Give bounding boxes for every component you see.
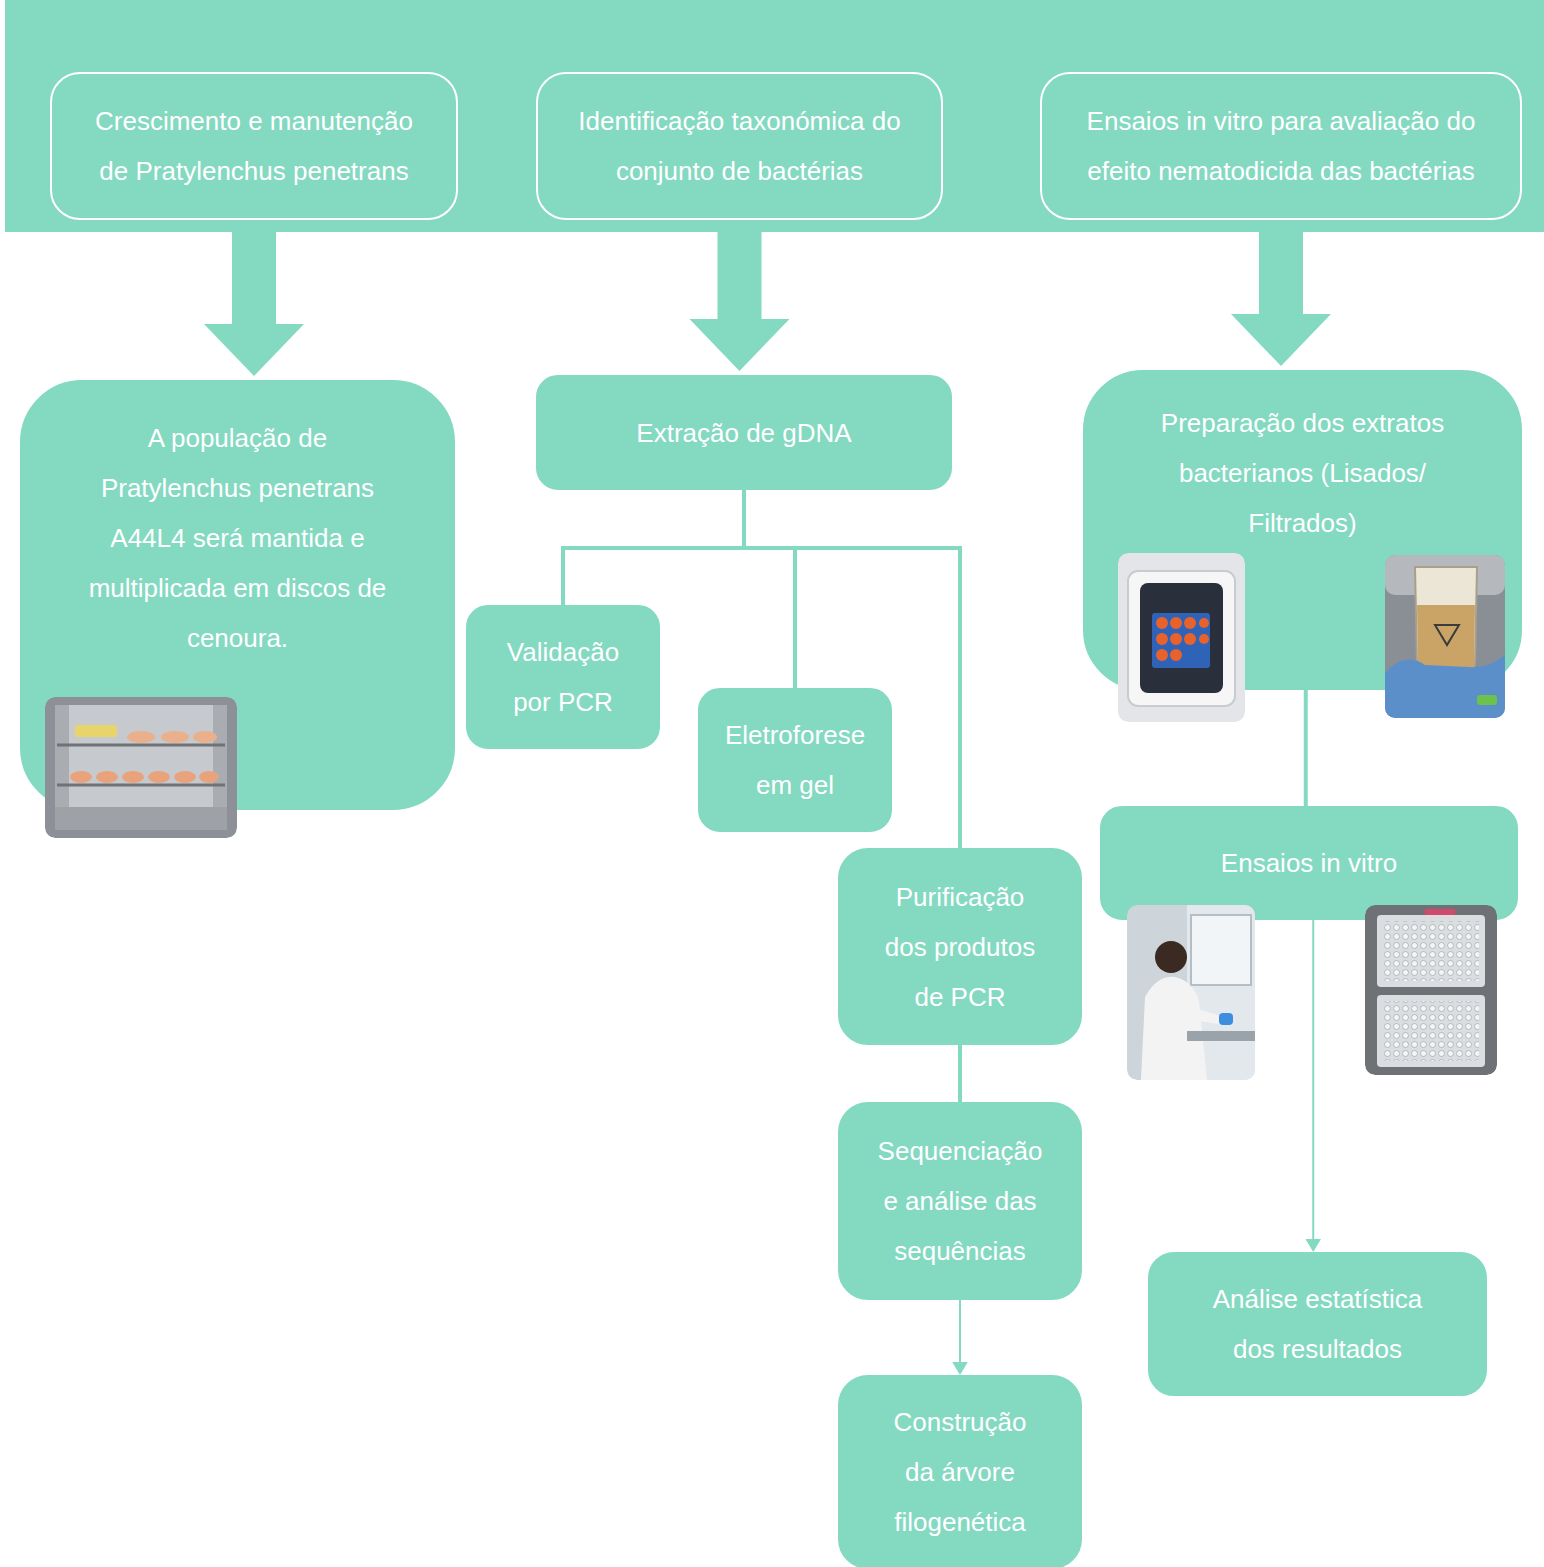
tube-cap: [1199, 618, 1209, 628]
link-line: [1304, 690, 1308, 806]
box-text: Ensaios in vitro para avaliação do efeit…: [1061, 96, 1501, 196]
link-line: [958, 1045, 962, 1102]
connector: [952, 1300, 968, 1375]
green-label: [1477, 695, 1497, 705]
connector: [1305, 690, 1306, 806]
bench: [1187, 1031, 1255, 1041]
petri-dish: [122, 771, 144, 783]
box-text: A população de Pratylenchus penetrans A4…: [78, 413, 398, 663]
box-text: Identificação taxonómica do conjunto de …: [567, 96, 912, 196]
box-text: Validação por PCR: [488, 627, 638, 727]
shelf: [57, 784, 225, 787]
link-line: [1312, 920, 1314, 1240]
petri-dish: [70, 771, 92, 783]
photo-frame: [1127, 905, 1255, 1080]
photo-frame: [1385, 555, 1505, 718]
blue-glove: [1219, 1013, 1233, 1025]
box-text: Crescimento e manutenção de Pratylenchus…: [82, 96, 427, 196]
box-text: Extração de gDNA: [564, 408, 924, 458]
falcon-tube-photo: [1385, 555, 1505, 718]
tube-cap: [1156, 617, 1168, 629]
connector: [960, 1045, 961, 1102]
connector: [690, 220, 790, 371]
process-box: Construção da árvore filogenética: [838, 1375, 1082, 1567]
worker-head: [1155, 941, 1187, 973]
process-box: Extração de gDNA: [536, 375, 952, 490]
process-box: Ensaios in vitro: [1100, 806, 1518, 920]
well-plate: [1377, 915, 1485, 987]
process-box: Validação por PCR: [466, 605, 660, 749]
box-text: Construção da árvore filogenética: [880, 1397, 1040, 1547]
link-line: [959, 1300, 961, 1363]
connector: [1305, 920, 1321, 1252]
connector: [204, 220, 304, 376]
plate-wells: [1383, 1001, 1479, 1061]
sonicator-bath: [1140, 583, 1223, 693]
tube-cap: [1170, 649, 1182, 661]
well-plate: [1377, 995, 1485, 1067]
petri-dish: [96, 771, 118, 783]
petri-dish: [161, 731, 189, 743]
connector: [744, 490, 795, 688]
worker-coat: [1141, 977, 1207, 1080]
petri-dish: [148, 771, 170, 783]
block-arrow: [204, 220, 304, 376]
box-text: Preparação dos extratos bacterianos (Lis…: [1148, 398, 1458, 548]
sonicator-body: [1128, 571, 1235, 706]
box-text: Purificação dos produtos de PCR: [875, 872, 1045, 1022]
process-box: Análise estatística dos resultados: [1148, 1252, 1487, 1396]
connector: [1231, 220, 1331, 366]
photo-frame: [1365, 905, 1497, 1075]
incubator-chamber: [55, 705, 227, 830]
arrow-head: [1305, 1239, 1321, 1252]
plate-wells: [1383, 921, 1479, 981]
photo-frame: [45, 697, 237, 838]
phase-box: Identificação taxonómica do conjunto de …: [536, 72, 943, 220]
tube-cap: [1184, 633, 1196, 645]
tube-rack: [1152, 613, 1210, 668]
photo-frame: [1118, 553, 1245, 722]
box-text: Eletroforese em gel: [718, 710, 873, 810]
tube-marking: [1435, 625, 1459, 645]
tree-line: [744, 490, 795, 688]
arrow-head: [952, 1362, 968, 1375]
plate-label: [1425, 909, 1455, 915]
sonicator-photo: [1118, 553, 1245, 722]
box-text: Ensaios in vitro: [1129, 838, 1489, 888]
phase-box: Ensaios in vitro para avaliação do efeit…: [1040, 72, 1522, 220]
gloved-hand: [1385, 655, 1505, 718]
block-arrow: [690, 220, 790, 371]
petri-dish: [199, 771, 219, 783]
chamber-floor: [55, 807, 227, 830]
incubator-photo: [45, 697, 237, 838]
hood-sash: [1191, 915, 1251, 985]
connector: [563, 490, 744, 605]
process-box: Purificação dos produtos de PCR: [838, 848, 1082, 1045]
tree-line: [563, 490, 744, 605]
process-box: Eletroforese em gel: [698, 688, 892, 832]
box-text: Sequenciação e análise das sequências: [870, 1126, 1050, 1276]
yellow-box: [75, 725, 117, 737]
lab-worker-photo: [1127, 905, 1255, 1080]
tube-cap: [1170, 633, 1182, 645]
petri-dish: [174, 771, 196, 783]
petri-dish: [127, 731, 155, 743]
block-arrow: [1231, 220, 1331, 366]
petri-dish: [193, 731, 217, 743]
shelf: [57, 744, 225, 747]
tube-cap: [1156, 649, 1168, 661]
tube-cap: [1156, 633, 1168, 645]
tube-cap: [1184, 617, 1196, 629]
phase-box: Crescimento e manutenção de Pratylenchus…: [50, 72, 458, 220]
process-box: Sequenciação e análise das sequências: [838, 1102, 1082, 1300]
tube-cap: [1170, 617, 1182, 629]
box-text: Análise estatística dos resultados: [1198, 1274, 1438, 1374]
well-plates-photo: [1365, 905, 1497, 1075]
tube-cap: [1199, 634, 1209, 644]
